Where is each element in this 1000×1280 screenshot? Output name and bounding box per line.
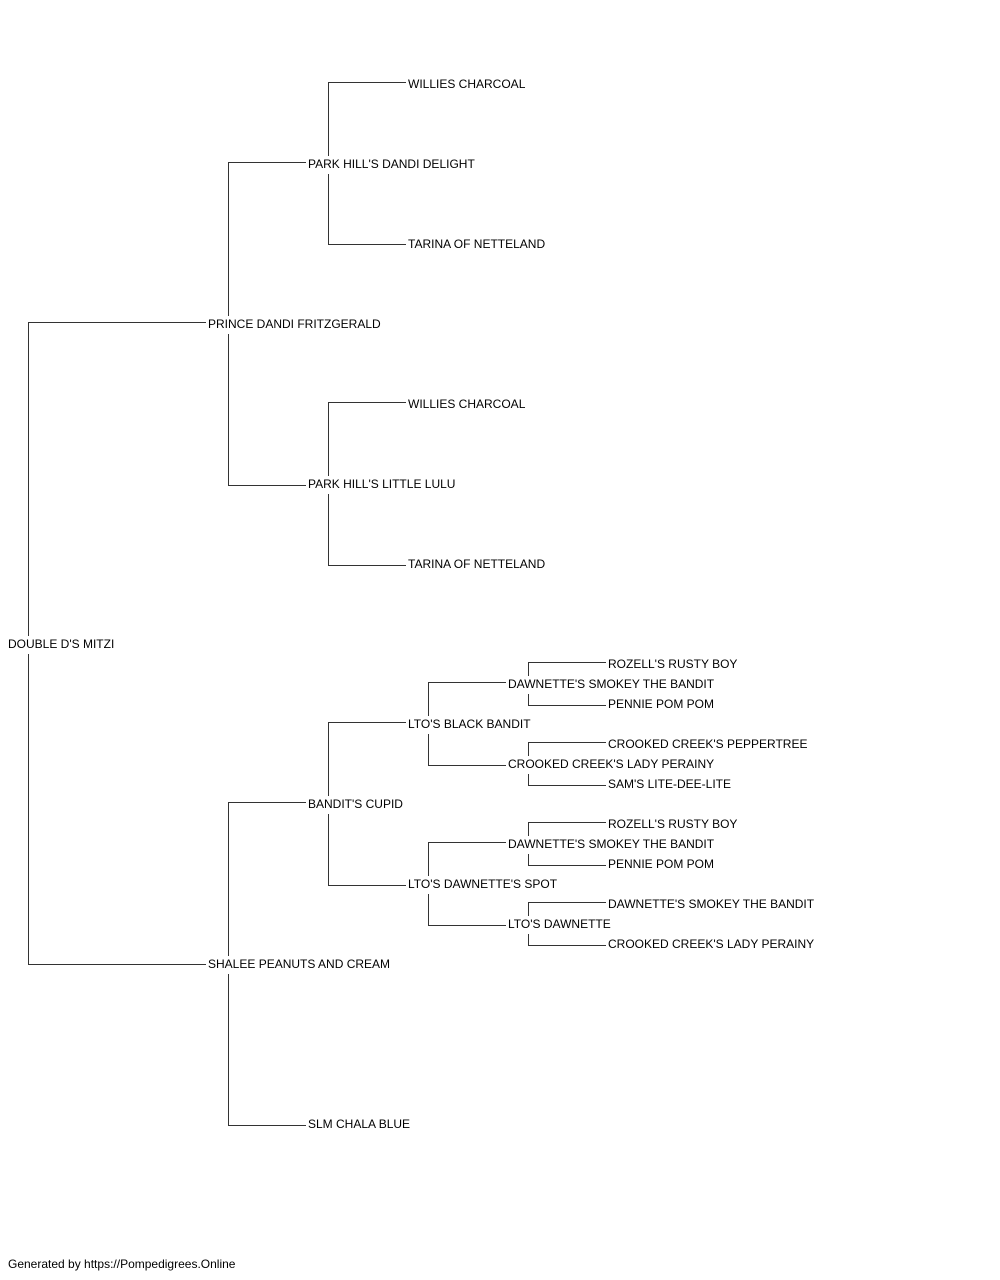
gen5-lady-perainy-sire-name[interactable]: CROOKED CREEK'S PEPPERTREE (608, 737, 809, 751)
connector-little-lulu-to-dam (328, 494, 406, 566)
dam-sire-name[interactable]: BANDIT'S CUPID (308, 797, 404, 811)
connector-smokey2-to-sire (528, 822, 606, 836)
connector-smokey1-to-dam (528, 694, 606, 706)
connector-prince-to-sire (228, 162, 306, 316)
connector-dandi-delight-to-sire (328, 82, 406, 156)
connector-smokey2-to-dam (528, 854, 606, 866)
gen5-lto-dawnette-dam-name[interactable]: CROOKED CREEK'S LADY PERAINY (608, 937, 816, 951)
connector-cupid-to-dam (328, 814, 406, 886)
dam-dam-name[interactable]: SLM CHALA BLUE (308, 1117, 412, 1131)
connector-lto-dawnette-to-sire (528, 902, 606, 916)
connector-cupid-to-sire (328, 722, 406, 796)
gen5-smokey2-dam-name[interactable]: PENNIE POM POM (608, 857, 716, 871)
connector-prince-to-dam (228, 334, 306, 486)
gen5-lto-dawnette-sire-name[interactable]: DAWNETTE'S SMOKEY THE BANDIT (608, 897, 816, 911)
connector-lady-perainy-to-dam (528, 774, 606, 786)
sire-dam-sire-name[interactable]: WILLIES CHARCOAL (408, 397, 527, 411)
connector-little-lulu-to-sire (328, 402, 406, 476)
dam-sire-dam-sire-name[interactable]: DAWNETTE'S SMOKEY THE BANDIT (508, 837, 716, 851)
connector-dandi-delight-to-dam (328, 174, 406, 245)
connector-subject-to-sire (28, 322, 206, 636)
sire-sire-name[interactable]: PARK HILL'S DANDI DELIGHT (308, 157, 476, 171)
dam-sire-dam-name[interactable]: LTO'S DAWNETTE'S SPOT (408, 877, 559, 891)
dam-name[interactable]: SHALEE PEANUTS AND CREAM (208, 957, 392, 971)
sire-sire-sire-name[interactable]: WILLIES CHARCOAL (408, 77, 527, 91)
sire-dam-dam-name[interactable]: TARINA OF NETTELAND (408, 557, 547, 571)
sire-dam-name[interactable]: PARK HILL'S LITTLE LULU (308, 477, 457, 491)
dam-sire-sire-name[interactable]: LTO'S BLACK BANDIT (408, 717, 532, 731)
dam-sire-sire-sire-name[interactable]: DAWNETTE'S SMOKEY THE BANDIT (508, 677, 716, 691)
connector-subject-to-dam (28, 654, 206, 965)
sire-name[interactable]: PRINCE DANDI FRITZGERALD (208, 317, 382, 331)
gen5-lady-perainy-dam-name[interactable]: SAM'S LITE-DEE-LITE (608, 777, 732, 791)
sire-sire-dam-name[interactable]: TARINA OF NETTELAND (408, 237, 547, 251)
dam-sire-dam-dam-name[interactable]: LTO'S DAWNETTE (508, 917, 612, 931)
gen5-smokey1-sire-name[interactable]: ROZELL'S RUSTY BOY (608, 657, 739, 671)
connector-dawnettes-spot-to-sire (428, 842, 506, 876)
connector-lady-perainy-to-sire (528, 742, 606, 756)
connector-smokey1-to-sire (528, 662, 606, 676)
subject-name[interactable]: DOUBLE D'S MITZI (8, 637, 116, 651)
generated-by-footer: Generated by https://Pompedigrees.Online (8, 1257, 236, 1271)
connector-shalee-to-sire (228, 802, 306, 956)
connector-black-bandit-to-sire (428, 682, 506, 716)
connector-lto-dawnette-to-dam (528, 934, 606, 946)
connector-black-bandit-to-dam (428, 734, 506, 766)
connector-dawnettes-spot-to-dam (428, 894, 506, 926)
dam-sire-sire-dam-name[interactable]: CROOKED CREEK'S LADY PERAINY (508, 757, 716, 771)
gen5-smokey1-dam-name[interactable]: PENNIE POM POM (608, 697, 716, 711)
gen5-smokey2-sire-name[interactable]: ROZELL'S RUSTY BOY (608, 817, 739, 831)
connector-shalee-to-dam (228, 974, 306, 1126)
